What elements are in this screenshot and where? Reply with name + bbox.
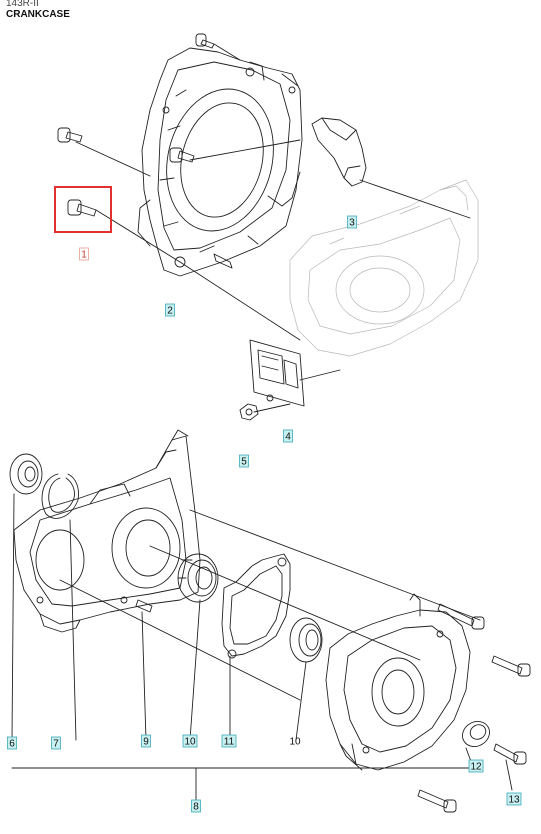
screw-center-drawing (169, 147, 195, 163)
part-label-11[interactable]: 11 (221, 734, 237, 748)
diagram-title: CRANKCASE (6, 9, 70, 20)
ghost-crankcase-drawing (289, 179, 479, 357)
seal-ring-right-drawing (462, 721, 490, 747)
cover-shield-drawing (311, 117, 367, 187)
part-label-6[interactable]: 6 (7, 736, 17, 750)
part-label-10a[interactable]: 10 (182, 734, 198, 748)
part-label-box (468, 759, 484, 773)
bearing-left-drawing (177, 553, 219, 603)
part-label-8[interactable]: 8 (191, 799, 201, 813)
upper-crankcase-drawing (137, 47, 303, 277)
part-label-text: 4 (285, 432, 291, 443)
part-label-text: 3 (349, 218, 355, 229)
part-label-text: 8 (193, 802, 199, 813)
part-label-box (283, 429, 293, 443)
part-label-box (239, 454, 249, 468)
part-label-box (347, 215, 357, 229)
part-label-text: 7 (53, 739, 59, 750)
pin-drawing (135, 599, 153, 613)
diagram-header: 143R-II CRANKCASE (6, 0, 70, 20)
part-label-box (7, 736, 17, 750)
right-crankcase-drawing (325, 593, 471, 771)
part-label-text: 9 (143, 737, 149, 748)
gasket-plate-drawing (249, 339, 305, 407)
part-label-box (191, 799, 201, 813)
part-label-13[interactable]: 13 (506, 792, 522, 806)
part-label-text: 1 (81, 250, 87, 261)
part-label-10b[interactable]: 10 (289, 737, 301, 748)
part-label-5[interactable]: 5 (239, 454, 249, 468)
dowel-pin-drawing (213, 253, 233, 269)
part-label-text: 5 (241, 457, 247, 468)
part-label-9[interactable]: 9 (141, 734, 151, 748)
part-label-box (221, 734, 237, 748)
selected-part-highlight (54, 186, 112, 233)
part-label-text: 11 (224, 737, 235, 748)
part-label-12[interactable]: 12 (468, 759, 484, 773)
left-crankcase-drawing (13, 429, 201, 633)
part-label-text: 10 (184, 737, 196, 748)
part-label-3[interactable]: 3 (347, 215, 357, 229)
part-label-2[interactable]: 2 (165, 303, 175, 317)
part-label-text: 2 (167, 306, 173, 317)
long-screws-drawing (417, 603, 531, 813)
circlip-drawing (41, 473, 79, 519)
part-label-4[interactable]: 4 (283, 429, 293, 443)
part-label-text: 10 (289, 737, 301, 748)
part-label-box (506, 792, 522, 806)
part-label-1[interactable]: 1 (79, 247, 89, 261)
nut-drawing (239, 403, 259, 421)
screw-top-drawing (195, 33, 215, 49)
screw-left-drawing (57, 127, 83, 143)
gasket-drawing (221, 553, 291, 659)
part-label-box (141, 734, 151, 748)
part-label-text: 12 (470, 762, 482, 773)
part-label-box (182, 734, 198, 748)
part-label-box (165, 303, 175, 317)
part-label-text: 6 (9, 739, 15, 750)
bearing-right-drawing (289, 617, 323, 663)
part-label-box (79, 247, 89, 261)
screw-highlighted-drawing (67, 199, 97, 217)
model-name: 143R-II (6, 0, 39, 9)
part-label-box (51, 736, 61, 750)
part-label-text: 13 (508, 795, 520, 806)
seal-ring-drawing (9, 453, 43, 495)
part-label-7[interactable]: 7 (51, 736, 61, 750)
